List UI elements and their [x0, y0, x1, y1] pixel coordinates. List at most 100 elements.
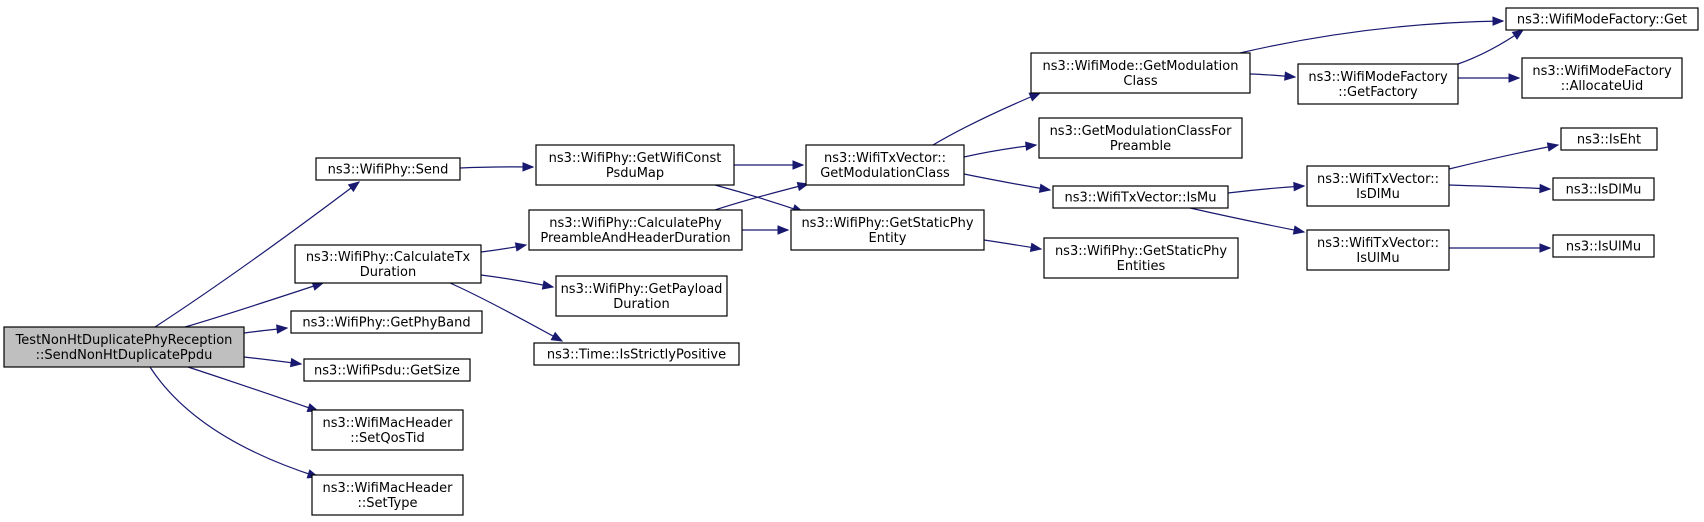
edge-line [459, 166, 534, 169]
node-box [1030, 52, 1251, 94]
node-getModClass[interactable]: ns3::WifiTxVector::GetModulationClass [805, 144, 965, 186]
node-label-line: IsUlMu [1356, 251, 1399, 266]
node-label-line: IsDlMu [1356, 187, 1400, 202]
node-isDlMu[interactable]: ns3::IsDlMu [1552, 177, 1655, 201]
node-box [533, 342, 740, 366]
node-box [1521, 57, 1683, 99]
node-allocUid[interactable]: ns3::WifiModeFactory::AllocateUid [1521, 57, 1683, 99]
edge-calcTx-to-calcPre [480, 242, 528, 253]
node-modeGetMod[interactable]: ns3::WifiMode::GetModulationClass [1030, 52, 1251, 94]
node-isUlMuV[interactable]: ns3::WifiTxVector::IsUlMu [1306, 229, 1450, 271]
edge-line [714, 183, 809, 211]
node-label-line: ns3::WifiModeFactory [1532, 64, 1672, 79]
edge-factGetFact-to-factGet [1457, 29, 1525, 65]
edge-line [1457, 29, 1524, 65]
edge-isDlMuV-to-isEht [1448, 142, 1560, 170]
node-label-line: ns3::WifiPsdu::GetSize [314, 364, 460, 379]
edge-line [187, 366, 319, 412]
edge-root-to-getSize [243, 356, 303, 368]
edge-root-to-setType [149, 366, 320, 479]
node-label-line: ns3::WifiPhy::GetStaticPhy [801, 216, 973, 231]
edge-arrowhead [1492, 16, 1505, 26]
node-box [3, 326, 245, 368]
node-isStrict[interactable]: ns3::Time::IsStrictlyPositive [533, 342, 740, 366]
edge-arrowhead [541, 280, 555, 290]
edge-arrowhead [276, 324, 289, 334]
node-isUlMu[interactable]: ns3::IsUlMu [1552, 234, 1655, 258]
edge-line [184, 282, 324, 328]
node-box [1560, 127, 1658, 151]
node-factGet[interactable]: ns3::WifiModeFactory::Get [1505, 7, 1699, 31]
node-label-line: Class [1123, 74, 1157, 89]
node-label-line: Entities [1117, 259, 1166, 274]
node-getPhyBand[interactable]: ns3::WifiPhy::GetPhyBand [290, 310, 483, 334]
node-box [1306, 165, 1450, 207]
edge-root-to-getPhyBand [243, 324, 289, 334]
edge-arrowhead [1539, 243, 1552, 253]
edge-line [1227, 185, 1305, 194]
node-label-line: ns3::WifiModeFactory [1308, 70, 1448, 85]
edge-getModClass-to-modeGetMod [932, 92, 1042, 146]
node-label-line: ns3::WifiPhy::GetPhyBand [302, 316, 470, 331]
node-getSize[interactable]: ns3::WifiPsdu::GetSize [303, 358, 471, 382]
node-box [555, 275, 728, 317]
edge-arrowhead [1539, 183, 1552, 194]
edge-arrowhead [1029, 242, 1043, 252]
nodes-layer: TestNonHtDuplicatePhyReception::SendNonH… [3, 7, 1699, 516]
edge-line [154, 181, 360, 328]
node-box [303, 358, 471, 382]
node-label-line: ns3::WifiPhy::GetWifiConst [549, 151, 722, 166]
node-factGetFact[interactable]: ns3::WifiModeFactory::GetFactory [1297, 63, 1459, 105]
node-root[interactable]: TestNonHtDuplicatePhyReception::SendNonH… [3, 326, 245, 368]
node-label-line: Duration [613, 297, 669, 312]
node-box [1043, 237, 1239, 279]
node-label-line: ns3::WifiTxVector:: [1317, 172, 1439, 187]
node-label-line: ns3::WifiPhy::GetStaticPhy [1055, 244, 1227, 259]
node-calcPre[interactable]: ns3::WifiPhy::CalculatePhyPreambleAndHea… [528, 209, 743, 251]
edge-root-to-send [154, 181, 361, 328]
node-label-line: ::GetFactory [1338, 85, 1418, 100]
node-isDlMuV[interactable]: ns3::WifiTxVector::IsDlMu [1306, 165, 1450, 207]
node-setType[interactable]: ns3::WifiMacHeader::SetType [311, 474, 464, 516]
edge-arrowhead [796, 181, 810, 192]
edge-calcTx-to-isStrict [449, 282, 564, 342]
edge-line [480, 274, 554, 288]
node-box [1505, 7, 1699, 31]
edge-line [449, 282, 563, 342]
node-send[interactable]: ns3::WifiPhy::Send [315, 157, 461, 181]
edge-arrowhead [347, 181, 361, 193]
edge-line [932, 92, 1041, 146]
node-label-line: ns3::WifiPhy::Send [328, 163, 449, 178]
edge-arrowhead [1508, 73, 1521, 83]
node-label-line: ns3::IsUlMu [1566, 240, 1641, 255]
node-box [790, 209, 985, 251]
node-label-line: ns3::WifiPhy::GetPayload [561, 282, 723, 297]
edge-modeGetMod-to-factGetFact [1249, 71, 1297, 81]
node-label-line: ::SetType [358, 496, 418, 511]
edge-arrowhead [550, 331, 564, 342]
edge-arrowhead [1292, 225, 1306, 235]
node-box [1297, 63, 1459, 105]
node-label-line: ns3::IsDlMu [1566, 183, 1642, 198]
node-label-line: ns3::WifiTxVector:: [824, 151, 946, 166]
edge-arrowhead [1038, 183, 1052, 193]
edge-arrowhead [289, 357, 303, 368]
edge-send-to-getWifiConst [459, 162, 535, 172]
edge-factGetFact-to-allocUid [1457, 73, 1521, 83]
edge-arrowhead [777, 225, 790, 235]
node-isEht[interactable]: ns3::IsEht [1560, 127, 1658, 151]
edge-isMu-to-isDlMuV [1227, 181, 1306, 194]
edge-line [1448, 144, 1559, 170]
node-isMu[interactable]: ns3::WifiTxVector::IsMu [1052, 185, 1229, 209]
edge-root-to-setQos [187, 366, 320, 413]
node-label-line: Duration [360, 265, 416, 280]
node-setQos[interactable]: ns3::WifiMacHeader::SetQosTid [311, 409, 464, 451]
node-label-line: ::SetQosTid [350, 431, 424, 446]
